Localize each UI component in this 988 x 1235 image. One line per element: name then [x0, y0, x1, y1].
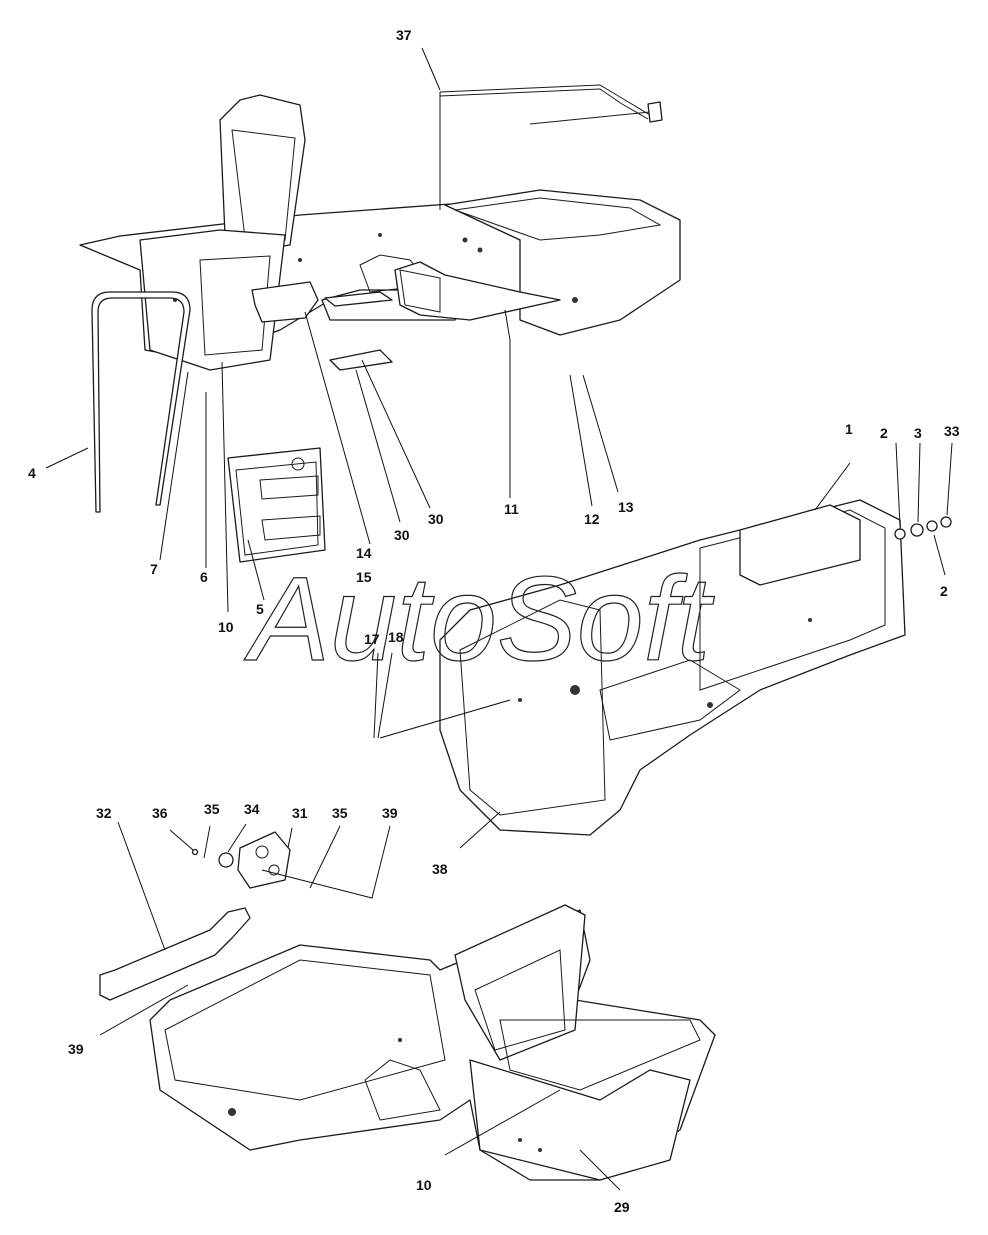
- nut-part-3: [910, 523, 924, 537]
- callout-5: 5: [256, 601, 264, 617]
- washer-part-2a: [894, 528, 906, 540]
- callout-6: 6: [200, 569, 208, 585]
- callout-2-top: 2: [880, 425, 888, 441]
- bracket-part-32: [99, 907, 251, 1001]
- washer-part-2b: [926, 520, 938, 532]
- middle-frame-assembly: [439, 499, 906, 836]
- watermark: AutoSoft: [244, 552, 715, 686]
- bolt-part-33: [940, 516, 952, 528]
- callout-36: 36: [152, 805, 168, 821]
- handle-part-4: [91, 291, 191, 513]
- callout-numbers: 37 4 7 6 10 5 14 15 30 30 11 12 13 1 2 3…: [28, 27, 960, 1215]
- callout-32: 32: [96, 805, 112, 821]
- callout-35-left: 35: [204, 801, 220, 817]
- leader-lines: [45, 47, 953, 1191]
- callout-34: 34: [244, 801, 260, 817]
- callout-30-a: 30: [394, 527, 410, 543]
- callout-15: 15: [356, 569, 372, 585]
- callout-3: 3: [914, 425, 922, 441]
- top-frame-assembly: [79, 94, 681, 371]
- callout-4: 4: [28, 465, 36, 481]
- callout-31: 31: [292, 805, 308, 821]
- washer-part-34: [218, 852, 234, 868]
- cover-part-11: [394, 261, 561, 321]
- callout-37: 37: [396, 27, 412, 43]
- rail-part-37: [439, 84, 663, 125]
- callout-10-bottom: 10: [416, 1177, 432, 1193]
- callout-35-right: 35: [332, 805, 348, 821]
- callout-2-bottom: 2: [940, 583, 948, 599]
- callout-10-top: 10: [218, 619, 234, 635]
- bottom-frame-assembly: [149, 904, 716, 1181]
- callout-30-b: 30: [428, 511, 444, 527]
- callout-1: 1: [845, 421, 853, 437]
- step-ladder-part-5: [227, 447, 326, 563]
- callout-39-top: 39: [382, 805, 398, 821]
- tray-part-14: [251, 281, 319, 323]
- callout-33: 33: [944, 423, 960, 439]
- callout-29: 29: [614, 1199, 630, 1215]
- callout-38: 38: [432, 861, 448, 877]
- bolt-part-36: [191, 848, 199, 856]
- callout-13: 13: [618, 499, 634, 515]
- mount-part-31: [237, 831, 291, 889]
- callout-18: 18: [388, 629, 404, 645]
- callout-14: 14: [356, 545, 372, 561]
- callout-39-bottom: 39: [68, 1041, 84, 1057]
- callout-7: 7: [150, 561, 158, 577]
- callout-12: 12: [584, 511, 600, 527]
- plate-part-30a: [329, 349, 393, 371]
- callout-17: 17: [364, 631, 380, 647]
- callout-11: 11: [504, 501, 519, 517]
- plate-part-30b: [324, 291, 393, 307]
